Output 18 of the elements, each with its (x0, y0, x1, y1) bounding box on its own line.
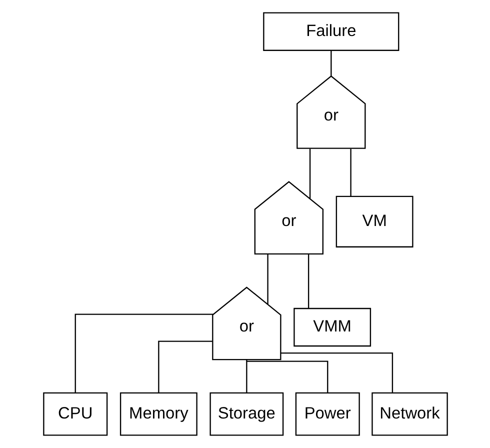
connector (74, 314, 213, 393)
connector (158, 340, 212, 393)
node-box: Failure (262, 12, 399, 51)
connector (350, 148, 351, 196)
node-box: Storage (209, 392, 284, 436)
node-box: Memory (119, 392, 197, 436)
connector (308, 148, 310, 199)
connector (246, 360, 328, 393)
node-box: Network (371, 392, 448, 436)
node-box: Power (294, 392, 360, 436)
node-box: VMM (293, 308, 371, 347)
connector (330, 50, 332, 76)
connector (307, 254, 309, 308)
connector (246, 360, 247, 393)
connector (266, 254, 268, 304)
node-box: VM (335, 196, 413, 248)
connector (280, 352, 393, 393)
node-box: CPU (42, 392, 108, 436)
